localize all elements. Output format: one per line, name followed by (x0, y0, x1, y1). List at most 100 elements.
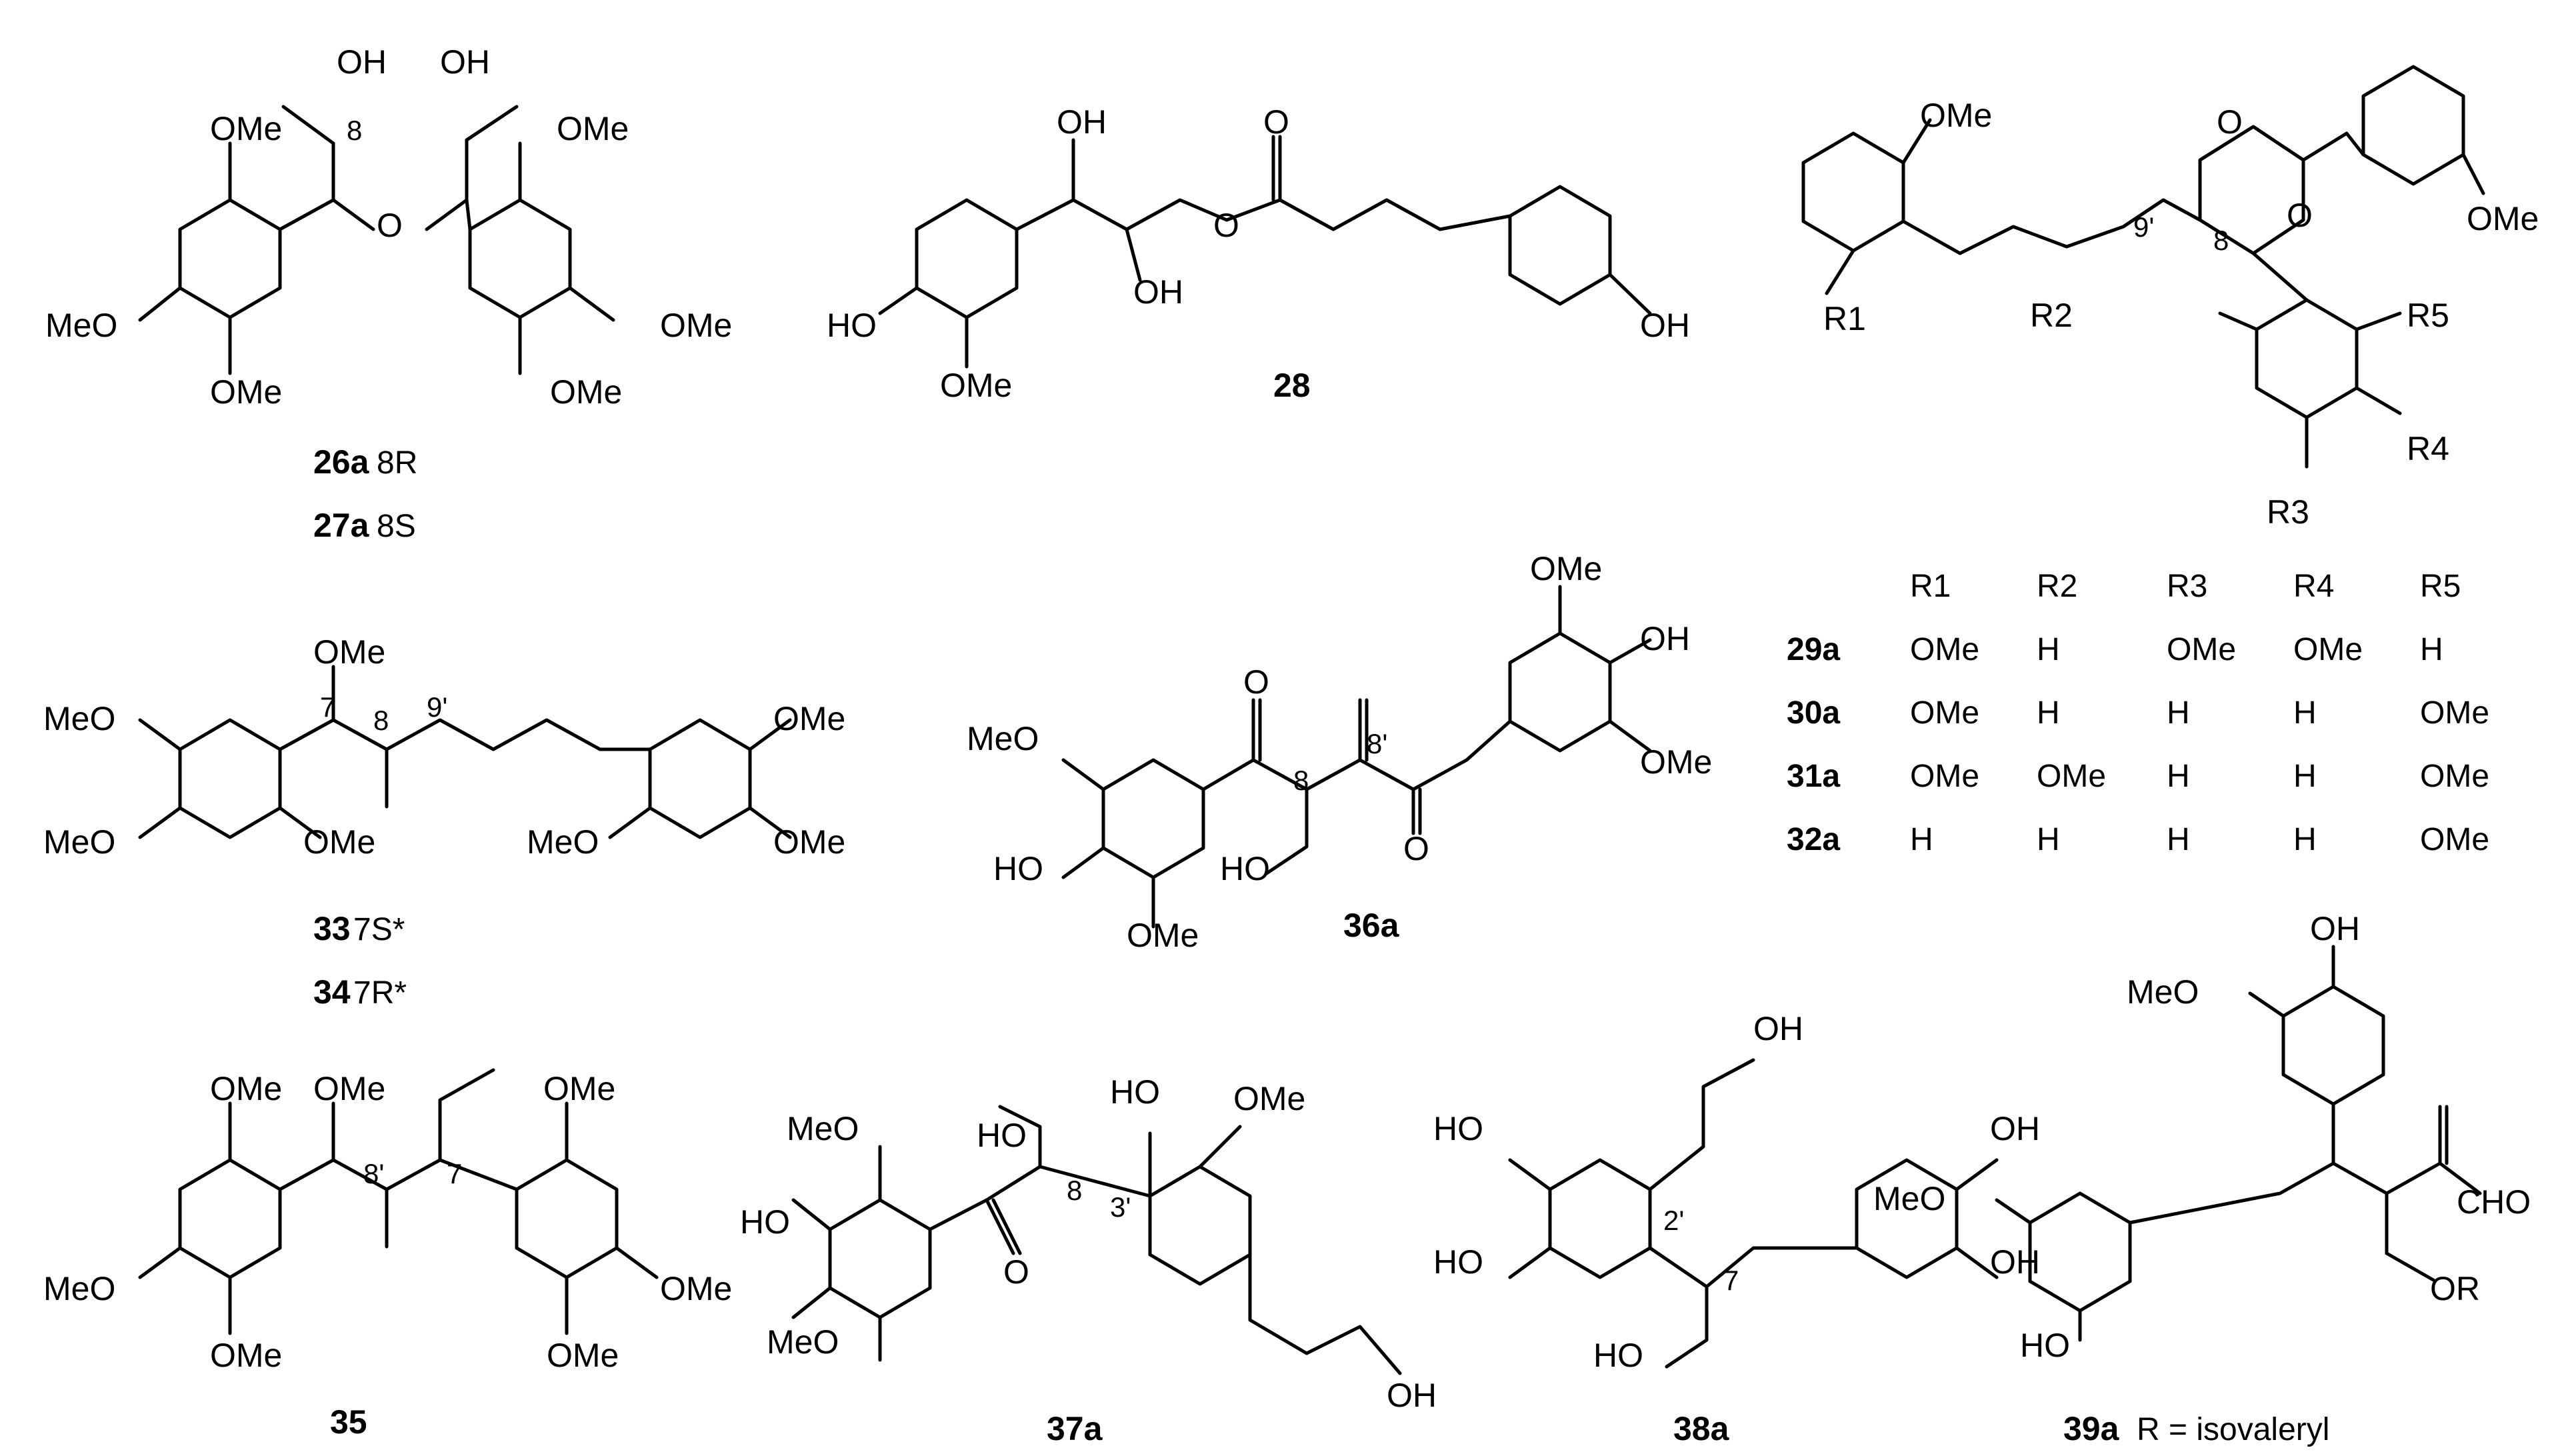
table-cell: H (2167, 759, 2190, 794)
label-ome: OMe (1127, 917, 1199, 954)
label-oh: OH (2310, 910, 2360, 947)
label-ho: HO (1110, 1073, 1160, 1111)
label-cho: CHO (2457, 1183, 2531, 1221)
table-cell: H (2293, 759, 2317, 794)
table-cell: OMe (2293, 632, 2363, 667)
r-group-table: R1 R2 R3 R4 R5 29a OMe H OMe OMe H 30a O… (1787, 569, 2489, 857)
compound-id-37a: 37a (1047, 1410, 1103, 1447)
label-ome: OMe (1530, 550, 1602, 587)
label-ome: OMe (550, 373, 622, 411)
label-meo: MeO (967, 720, 1039, 757)
label-oh: OH (1990, 1243, 2040, 1281)
table-cell: H (2037, 822, 2060, 857)
table-cell: H (2420, 632, 2443, 667)
label-ome: OMe (210, 1070, 282, 1107)
table-row-id: 30a (1787, 695, 1840, 731)
locant-2-prime: 2' (1663, 1205, 1684, 1236)
compound-id-26a: 26a (313, 443, 370, 481)
label-o: O (1213, 207, 1239, 244)
label-oh: OH (1640, 307, 1690, 344)
compound-id-38a: 38a (1673, 1410, 1730, 1447)
table-cell: H (2037, 695, 2060, 731)
table-cell: OMe (2167, 632, 2236, 667)
label-ome: OMe (543, 1070, 615, 1107)
label-meo: MeO (787, 1110, 859, 1147)
label-ho: HO (827, 307, 877, 344)
table-cell: OMe (1910, 759, 1979, 794)
locant-9-prime: 9' (2133, 211, 2154, 243)
table-cell: H (2293, 695, 2317, 731)
r-group-r5: R5 (2407, 297, 2449, 334)
label-ome: OMe (773, 700, 845, 737)
label-meo: MeO (43, 823, 115, 861)
label-oh: OH (1387, 1377, 1437, 1414)
label-oh: OH (1753, 1010, 1803, 1047)
r-group-r1: R1 (1823, 300, 1866, 337)
label-meo: MeO (43, 1270, 115, 1307)
label-ho: HO (993, 850, 1043, 887)
structure-36a: O O 8 8' MeO HO OMe HO OMe OH OMe 36a (967, 550, 1712, 954)
label-ome: OMe (1920, 97, 1992, 134)
label-ome: OMe (210, 110, 282, 147)
r-group-r2: R2 (2030, 297, 2073, 334)
label-o: O (1263, 103, 1289, 141)
table-row-id: 29a (1787, 632, 1840, 667)
r-group-r4: R4 (2407, 430, 2449, 467)
label-ome: OMe (547, 1337, 619, 1374)
label-meo: MeO (43, 700, 115, 737)
label-ome: OMe (210, 1337, 282, 1374)
label-oh: OH (1640, 620, 1690, 657)
table-row-32a: 32a H H H H OMe (1787, 822, 2489, 857)
label-o: O (377, 207, 403, 244)
label-meo: MeO (1873, 1180, 1945, 1217)
label-meo: MeO (2127, 973, 2199, 1011)
structure-35: OMe OMe OMe 8' 7 MeO OMe OMe OMe 35 (43, 1068, 732, 1441)
label-ome: OMe (773, 823, 845, 861)
table-header-row: R1 R2 R3 R4 R5 (1910, 569, 2461, 604)
structure-28: OH OH O O HO OMe OH 28 (827, 103, 1690, 404)
table-cell: H (1910, 822, 1933, 857)
table-row-29a: 29a OMe H OMe OMe H (1787, 632, 2443, 667)
stereo-descriptor-34: 7R* (353, 975, 407, 1011)
label-ome: OMe (303, 823, 375, 861)
locant-8-prime: 8' (363, 1158, 384, 1189)
structure-37a: HO HO OMe 8 3' O MeO HO MeO OH 37a (740, 1073, 1437, 1447)
table-cell: OMe (2420, 759, 2489, 794)
table-row-id: 31a (1787, 759, 1840, 794)
locant-8: 8 (1293, 765, 1309, 796)
compound-id-33: 33 (313, 910, 351, 947)
table-cell: H (2167, 695, 2190, 731)
label-ome: OMe (660, 307, 732, 344)
table-header: R5 (2420, 569, 2461, 604)
table-header: R4 (2293, 569, 2334, 604)
label-ome: OMe (660, 1270, 732, 1307)
locant-7: 7 (1723, 1265, 1739, 1296)
table-header: R3 (2167, 569, 2207, 604)
label-o: O (2287, 197, 2313, 234)
table-cell: H (2037, 632, 2060, 667)
label-oh: OH (337, 43, 387, 81)
compound-id-34: 34 (313, 973, 351, 1011)
label-o: O (1003, 1253, 1029, 1291)
label-meo: MeO (527, 823, 599, 861)
structure-29a-32a: OMe O O OMe 9' 8 R1 R2 R3 R4 R5 (1801, 65, 2539, 531)
label-ome: OMe (313, 633, 385, 671)
compound-id-35: 35 (330, 1403, 367, 1441)
label-meo: MeO (45, 307, 117, 344)
label-ho: HO (2020, 1327, 2070, 1364)
stereo-descriptor-26a: 8R (377, 445, 417, 481)
table-cell: OMe (2037, 759, 2106, 794)
r-definition-39a: R = isovaleryl (2137, 1412, 2329, 1447)
locant-8: 8 (347, 115, 362, 146)
label-or: OR (2430, 1270, 2480, 1307)
label-ome: OMe (1640, 743, 1712, 781)
label-oh: OH (1990, 1110, 2040, 1147)
label-ho: HO (1433, 1110, 1483, 1147)
locant-3-prime: 3' (1110, 1191, 1131, 1223)
locant-8: 8 (373, 705, 389, 736)
label-ho: HO (1593, 1337, 1643, 1374)
structure-33-34: OMe 7 8 9' MeO MeO OMe MeO OMe OMe 33 7S… (43, 633, 845, 1011)
table-cell: OMe (1910, 632, 1979, 667)
structure-26a-27a: OH OH 8 O OMe OMe MeO OMe OMe OMe 26a 8R… (45, 43, 732, 544)
structure-38a: OH 2' 7 HO HO OH OH HO 38a (1433, 1010, 2040, 1447)
